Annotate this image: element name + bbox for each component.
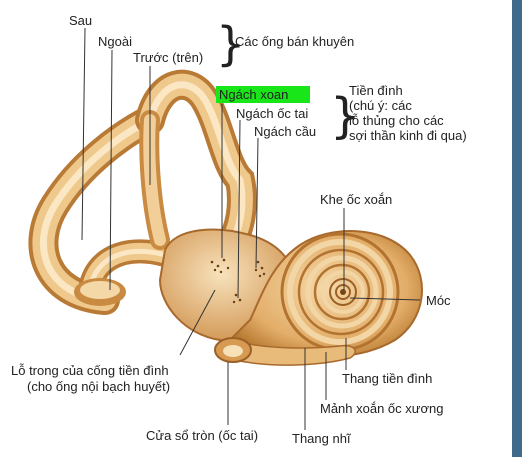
- label-moc: Móc: [426, 293, 451, 308]
- label-tien-dinh-4: sợi thần kinh đi qua): [349, 128, 467, 143]
- recess-perforations: [210, 258, 266, 304]
- label-tien-dinh-1: Tiền đình: [349, 83, 403, 98]
- semicircular-canals-brace: }: [216, 17, 245, 71]
- right-edge-strip: [512, 0, 522, 457]
- label-khe-oc-xoan: Khe ốc xoắn: [320, 192, 392, 207]
- label-ngach-cau: Ngách cầu: [254, 124, 316, 139]
- label-ngach-xoan: Ngách xoan: [219, 87, 288, 102]
- labels: Sau Ngoài Trước (trên) Các ống bán khuyê…: [11, 13, 467, 446]
- label-ngach-oc-tai: Ngách ốc tai: [236, 106, 308, 121]
- label-ngoai: Ngoài: [98, 34, 132, 49]
- label-tien-dinh-2: (chú ý: các: [349, 98, 412, 113]
- label-cua-so-tron: Cửa sổ tròn (ốc tai): [146, 428, 258, 443]
- label-truoc: Trước (trên): [133, 50, 203, 65]
- label-sau: Sau: [69, 13, 92, 28]
- label-manh-xoan: Mảnh xoắn ốc xương: [320, 401, 443, 416]
- label-lo-trong-2: (cho ống nội bạch huyết): [27, 379, 170, 394]
- label-thang-tien-dinh: Thang tiền đình: [342, 371, 432, 386]
- label-tien-dinh-3: lỗ thủng cho các: [349, 113, 444, 128]
- ngach-xoan-highlight: [216, 86, 310, 103]
- vestibule-brace: }: [330, 88, 361, 144]
- cochlea-spiral: [280, 232, 400, 352]
- label-ong-ban-khuyen: Các ống bán khuyên: [235, 34, 354, 49]
- label-thang-nhi: Thang nhĩ: [292, 431, 352, 446]
- leader-lines: [81, 27, 421, 430]
- label-lo-trong-1: Lỗ trong của cống tiền đình: [11, 363, 169, 378]
